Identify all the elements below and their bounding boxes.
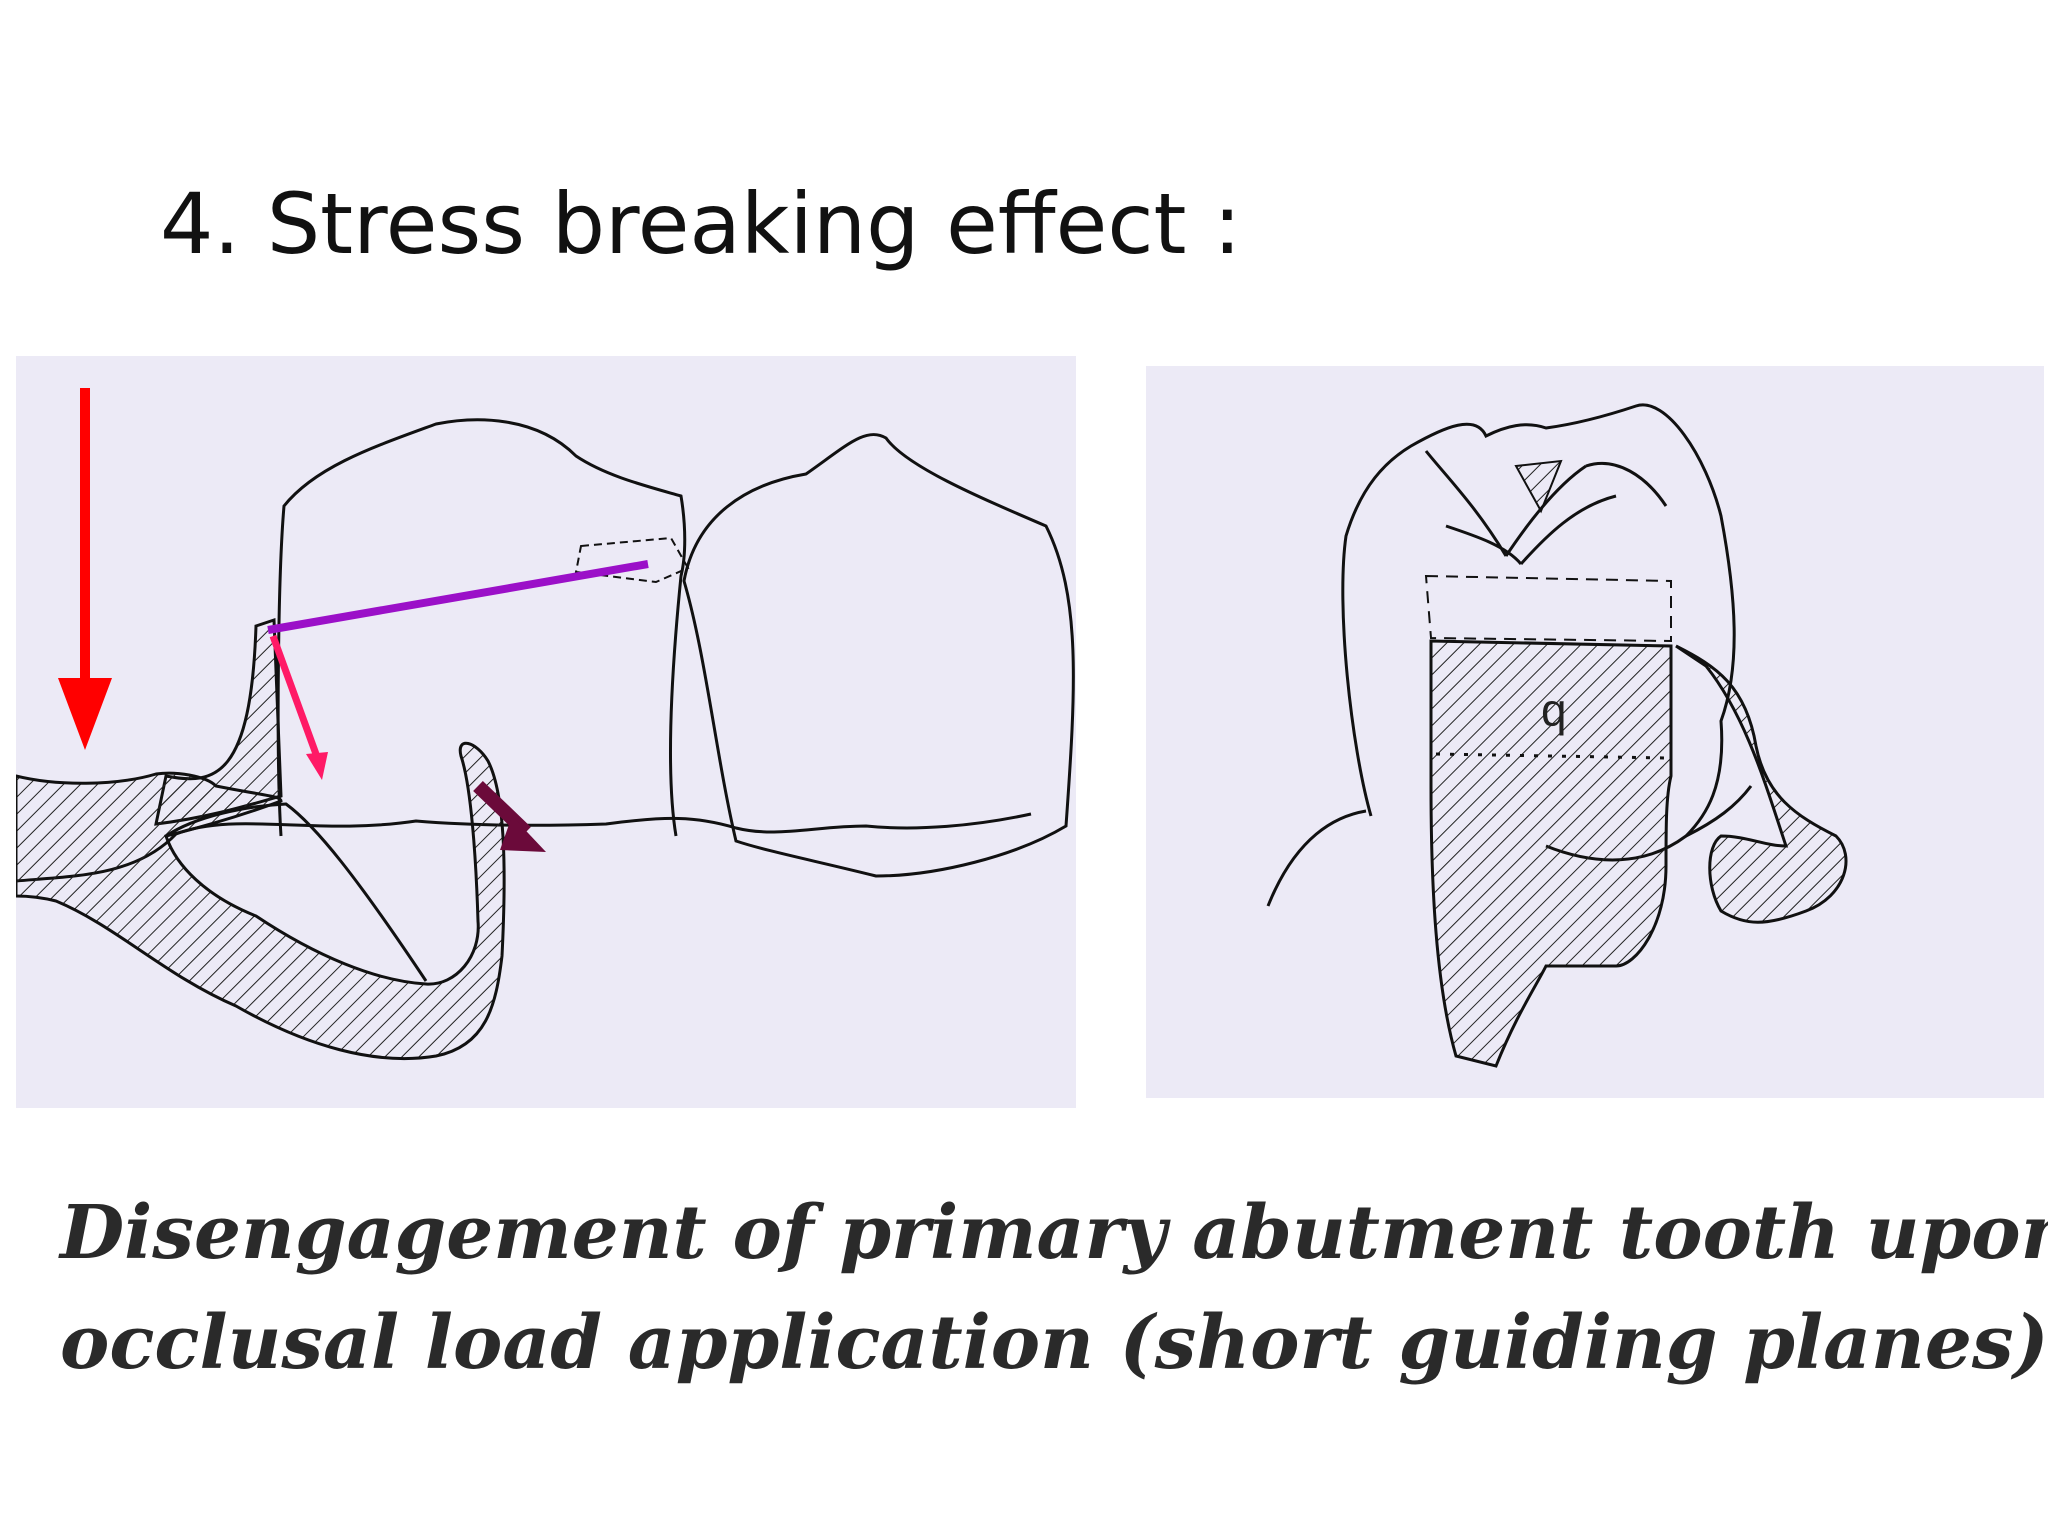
left-diagram-svg — [16, 388, 1075, 1060]
denture-base — [16, 741, 506, 1060]
left-diagram-proximal-view — [16, 356, 1076, 1108]
dotted-margin-line — [1435, 752, 1667, 760]
tooth-surface-line — [1685, 785, 1753, 838]
dashed-guide-plane-outline — [1424, 574, 1672, 643]
rest-force-arrow — [269, 634, 328, 780]
guide-plate — [1429, 639, 1673, 1068]
abutment-tooth-outline — [276, 418, 687, 837]
lever-arm-line — [267, 560, 649, 634]
saddle-tissue-surface — [165, 802, 428, 982]
occlusal-rest-tip — [1514, 459, 1563, 514]
figure-label-q: q — [1541, 684, 1567, 736]
caption-line-1: Disengagement of primary abutment tooth … — [60, 1190, 2048, 1276]
tooth-outline-lingual — [1341, 403, 1736, 862]
adjacent-tooth-outline — [682, 432, 1075, 878]
clasp-force-arrow — [473, 780, 546, 852]
right-diagram-svg: q — [1266, 403, 1848, 1068]
occlusal-load-arrow — [58, 388, 112, 750]
gingiva-left — [1266, 809, 1367, 907]
slide-title: 4. Stress breaking effect : — [160, 175, 1242, 273]
caption-line-2: occlusal load application (short guiding… — [60, 1300, 2048, 1386]
clasp-arm-right — [1675, 644, 1848, 924]
right-diagram-lingual-view: q — [1146, 366, 2044, 1098]
slide-caption: Disengagement of primary abutment tooth … — [60, 1178, 2048, 1398]
